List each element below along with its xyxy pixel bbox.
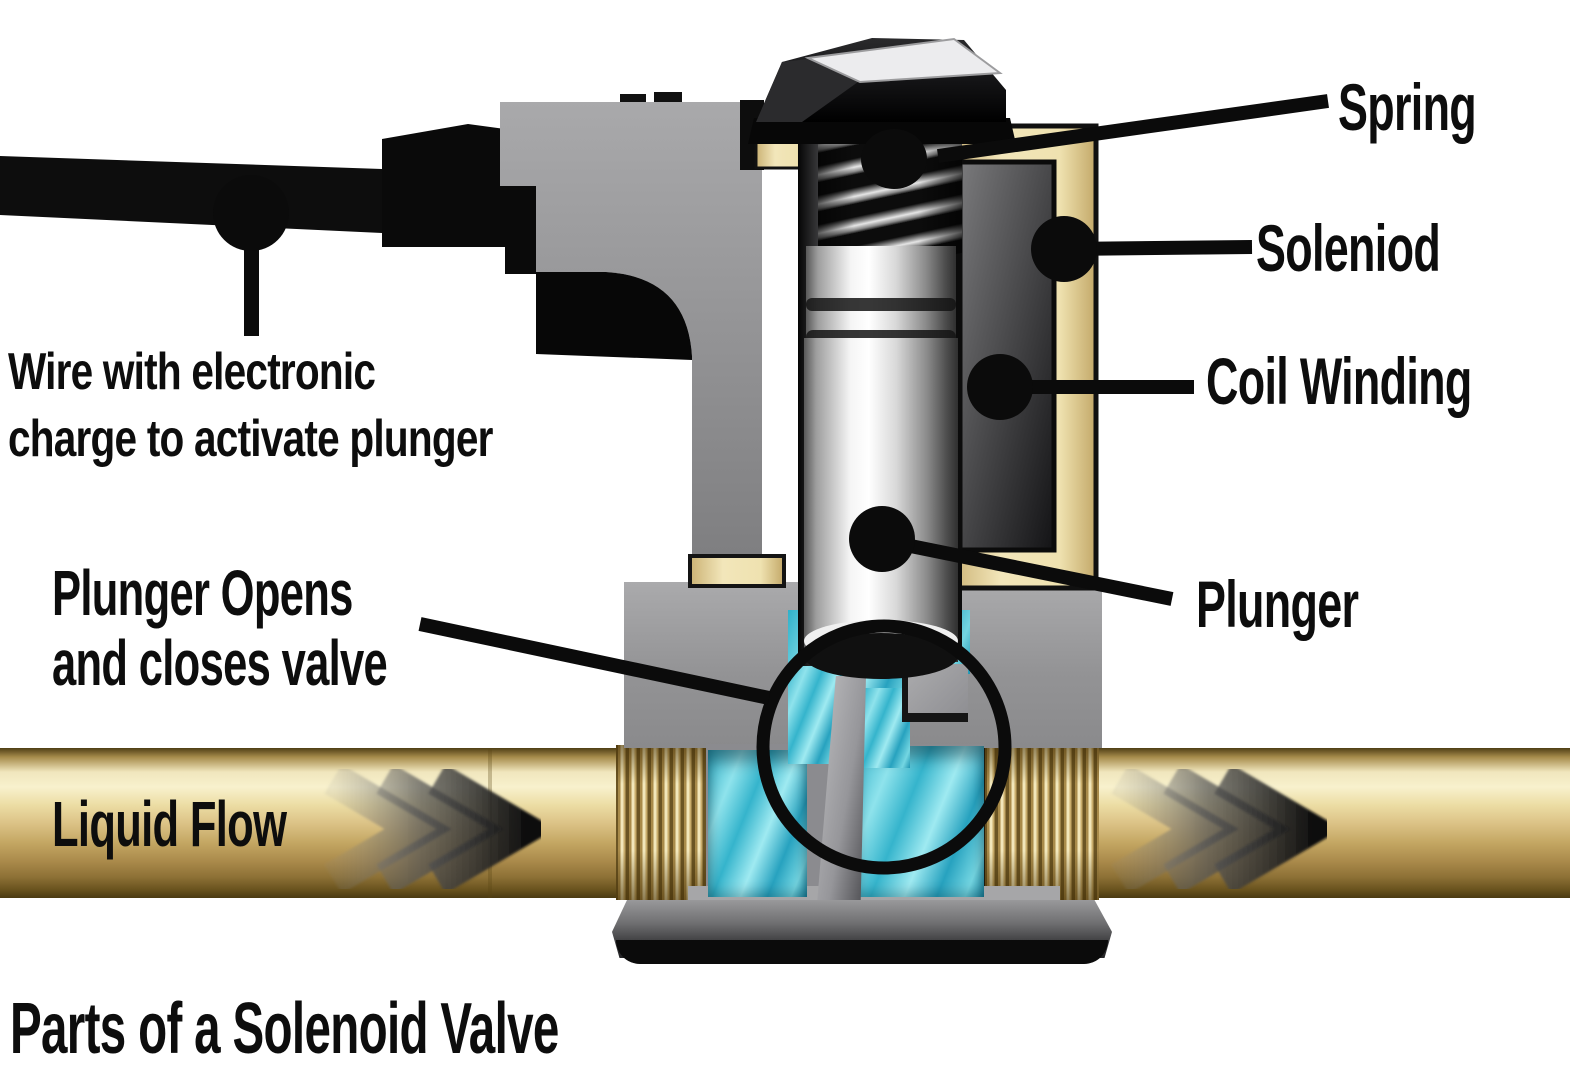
chevron-icon	[1214, 764, 1342, 894]
wire-label-line1: Wire with electronic	[8, 343, 376, 401]
plunger-cylinder	[804, 338, 958, 662]
wire-label-line2: charge to activate plunger	[8, 410, 493, 468]
chevron-icon	[1111, 764, 1239, 894]
coil-winding-block	[957, 159, 1057, 553]
connector-body	[500, 102, 762, 584]
wire-stub	[505, 184, 537, 274]
valve-action-line2: and closes valve	[52, 627, 388, 699]
chevron-icon	[1163, 764, 1291, 894]
chevron-icon	[376, 764, 504, 894]
spring-leader-line	[937, 94, 1329, 163]
plunger-bottom-cap	[804, 633, 958, 679]
plunger-leader-line	[884, 534, 1174, 606]
hex-bolt-facet	[756, 59, 858, 122]
plunger-ring	[806, 298, 956, 311]
bolt-skirt	[748, 118, 1016, 144]
valve-action-line1: Plunger Opens	[52, 557, 353, 629]
valve-action-leader-line	[418, 617, 771, 705]
chevron-icon	[324, 764, 452, 894]
spring-anchor-dot	[861, 129, 927, 189]
arch-shadow	[536, 272, 692, 360]
plunger-neck	[806, 246, 956, 346]
coil-winding-label: Coil Winding	[1206, 344, 1472, 418]
liquid-flow-label: Liquid Flow	[52, 788, 287, 860]
pipe-thread-left	[616, 745, 717, 900]
plunger-anchor-dot	[849, 506, 915, 572]
spring-label: Spring	[1338, 70, 1477, 144]
solenoid-label: Soleniod	[1256, 211, 1441, 285]
wire-anchor-dot	[213, 175, 289, 251]
wire-leader-line	[244, 236, 259, 336]
wire-label: Wire with electronic charge to activate …	[8, 339, 493, 473]
solenoid-anchor-dot	[1031, 216, 1097, 282]
coil-winding-anchor-dot	[967, 354, 1033, 420]
leader-lines	[418, 94, 1329, 705]
flow-arrows-left	[324, 764, 556, 894]
plunger-label: Plunger	[1196, 567, 1359, 641]
wire-connector-block	[382, 124, 505, 247]
flow-arrows-right	[1111, 764, 1342, 894]
base-shadow	[616, 940, 1108, 964]
valve-seat-highlight-circle	[756, 619, 1012, 875]
hex-bolt-top-face	[804, 37, 1003, 84]
housing-cream-left-foot	[688, 554, 786, 588]
valve-action-label: Plunger Opens and closes valve	[52, 557, 388, 699]
diagram-title: Parts of a Solenoid Valve	[10, 989, 559, 1066]
chevron-icon	[428, 764, 556, 894]
